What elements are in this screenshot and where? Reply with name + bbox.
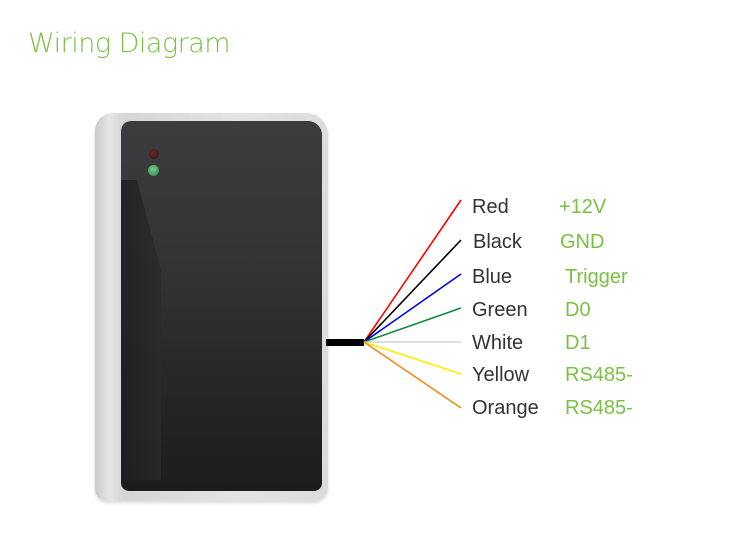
- wire-label-black: Black: [473, 231, 522, 253]
- signal-label-green: D0: [565, 299, 591, 321]
- signal-label-red: +12V: [559, 196, 607, 218]
- wire-green: [363, 307, 462, 343]
- signal-label-yellow: RS485-: [565, 364, 633, 386]
- wire-yellow: [363, 341, 462, 375]
- page-title: Wiring Diagram: [28, 28, 231, 59]
- signal-label-blue: Trigger: [565, 266, 628, 288]
- wire-label-yellow: Yellow: [472, 364, 530, 386]
- wire-label-red: Red: [472, 196, 509, 218]
- wire-label-green: Green: [472, 299, 528, 321]
- cable-sheath: [326, 339, 364, 346]
- wire-orange: [363, 341, 462, 409]
- green-led-icon: [148, 165, 159, 176]
- wire-blue: [363, 273, 462, 343]
- signal-label-orange: RS485-: [565, 397, 633, 419]
- wire-red: [363, 199, 462, 343]
- signal-label-white: D1: [565, 332, 591, 354]
- red-led-icon: [149, 149, 159, 159]
- wire-label-white: White: [472, 332, 524, 354]
- wire-label-blue: Blue: [472, 266, 513, 288]
- wire-label-orange: Orange: [472, 397, 539, 419]
- signal-label-black: GND: [560, 231, 605, 253]
- wire-black: [363, 239, 462, 343]
